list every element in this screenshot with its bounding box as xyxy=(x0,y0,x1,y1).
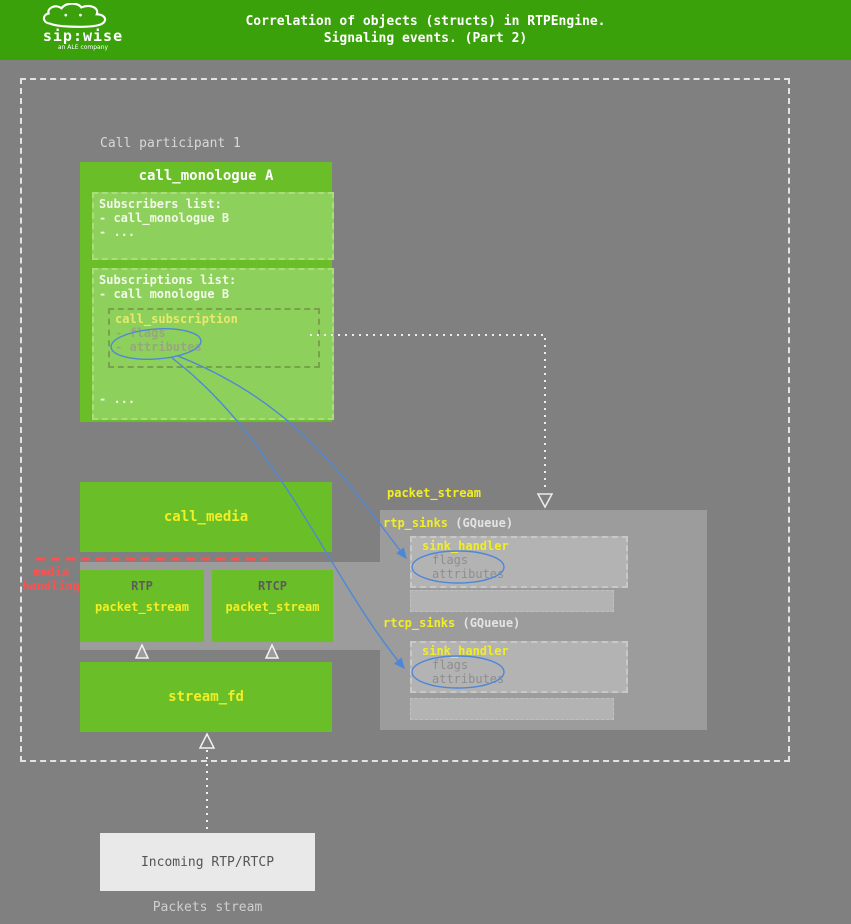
rtcp-packet-stream-box: RTCP packet_stream xyxy=(212,570,333,642)
page-title-line1: Correlation of objects (structs) in RTPE… xyxy=(245,14,606,29)
subscriptions-more-item: - ... xyxy=(99,392,136,406)
rtp-packet-stream-box: RTP packet_stream xyxy=(80,570,204,642)
rtcp-sink-handler-box: sink_handler flags attributes xyxy=(410,641,628,693)
incoming-rtp-rtcp-box: Incoming RTP/RTCP xyxy=(100,833,315,891)
rtcp-packet-stream-title: packet_stream xyxy=(225,600,320,614)
subscribers-item: - call_monologue B xyxy=(99,211,230,225)
rtcp-sinks-type: (GQueue) xyxy=(462,616,521,630)
rtp-sink-handler-attributes: attributes xyxy=(432,567,505,581)
media-handling-line2: handling xyxy=(22,579,80,593)
rtcp-sinks-empty-slot xyxy=(410,698,614,720)
rtp-packet-stream-title: packet_stream xyxy=(95,600,189,614)
subscriptions-title: Subscriptions list: xyxy=(99,273,237,287)
call-monologue-title: call_monologue A xyxy=(138,168,274,184)
rtp-sinks-label: rtp_sinks (GQueue) xyxy=(383,516,513,530)
subscriptions-item: - call monologue B xyxy=(99,287,230,301)
rtcp-sink-handler-flags: flags xyxy=(432,658,469,672)
rtcp-sink-handler-attributes: attributes xyxy=(432,672,505,686)
subscribers-list-box: Subscribers list: - call_monologue B - .… xyxy=(92,192,334,260)
rtcp-sink-handler-title: sink_handler xyxy=(422,644,509,658)
rtp-sink-handler-title: sink_handler xyxy=(422,539,509,553)
subscribers-item: - ... xyxy=(99,225,136,239)
call-media-title: call_media xyxy=(163,509,249,525)
call-participant-label: Call participant 1 xyxy=(100,136,241,151)
sipwise-logo: sip:wise an ALE company xyxy=(28,3,138,59)
rtp-sink-handler-flags: flags xyxy=(432,553,469,567)
media-handling-line1: media xyxy=(32,565,70,579)
media-handling-label: media handling xyxy=(22,565,80,593)
incoming-rtp-rtcp-title: Incoming RTP/RTCP xyxy=(140,854,275,870)
call-subscription-title: call_subscription xyxy=(115,312,238,326)
page-title-line2: Signaling events. (Part 2) xyxy=(323,31,528,46)
rtcp-label: RTCP xyxy=(258,579,287,593)
rtp-label: RTP xyxy=(131,579,153,593)
stream-fd-title: stream_fd xyxy=(168,689,244,705)
rtp-sinks-name: rtp_sinks xyxy=(383,516,449,530)
header-bar: sip:wise an ALE company Correlation of o… xyxy=(0,0,851,60)
rtcp-sinks-label: rtcp_sinks (GQueue) xyxy=(383,616,520,630)
stream-fd-box: stream_fd xyxy=(80,662,332,732)
page-title: Correlation of objects (structs) in RTPE… xyxy=(0,13,851,47)
call-subscription-box: call_subscription - flags - attributes xyxy=(108,308,320,368)
call-subscription-attributes: - attributes xyxy=(115,340,202,354)
rtp-sinks-type: (GQueue) xyxy=(455,516,514,530)
rtp-sinks-empty-slot xyxy=(410,590,614,612)
rtp-sink-handler-box: sink_handler flags attributes xyxy=(410,536,628,588)
rtcp-sinks-name: rtcp_sinks xyxy=(383,616,456,630)
call-subscription-flags: - flags xyxy=(115,326,166,340)
packets-stream-label: Packets stream xyxy=(152,900,263,915)
packet-stream-panel-title: packet_stream xyxy=(387,486,481,500)
packet-stream-panel: rtp_sinks (GQueue) sink_handler flags at… xyxy=(380,510,707,730)
subscribers-title: Subscribers list: xyxy=(99,197,222,211)
call-participant-frame xyxy=(20,78,790,762)
logo-subtitle: an ALE company xyxy=(57,44,109,51)
logo-text: sip:wise xyxy=(42,27,124,45)
call-media-box: call_media xyxy=(80,482,332,552)
cloud-icon xyxy=(42,3,107,28)
